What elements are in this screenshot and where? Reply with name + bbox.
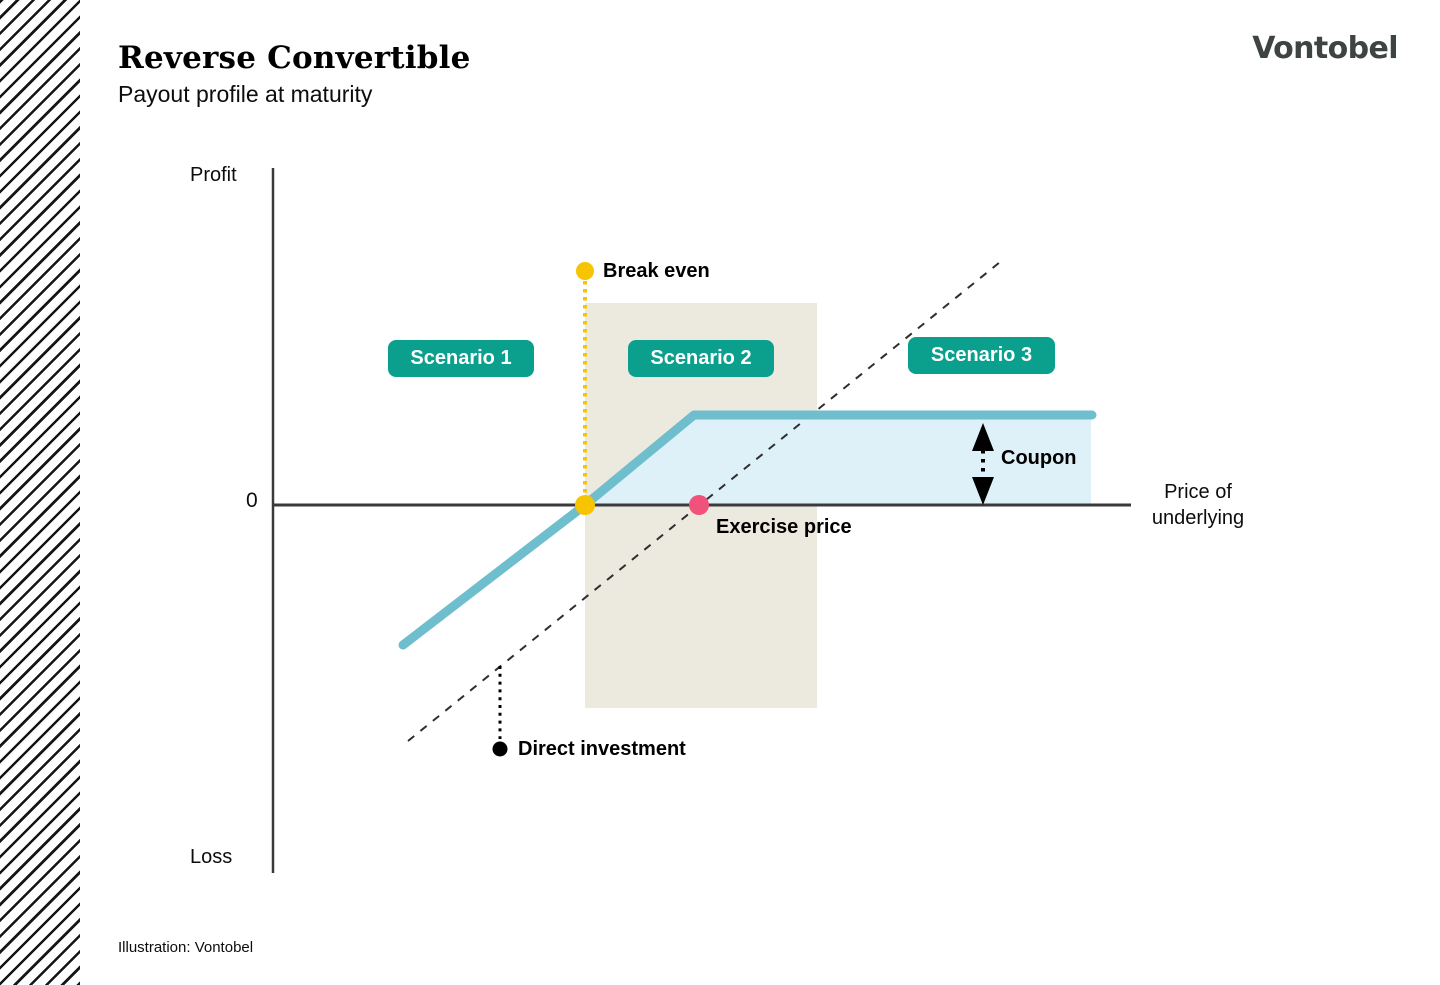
scenario-3-badge: Scenario 3 <box>908 337 1055 374</box>
page-title: Reverse Convertible <box>118 40 471 76</box>
direct-investment-line <box>407 257 1006 742</box>
x-axis-label: Price of underlying <box>1146 479 1250 531</box>
direct-investment-label: Direct investment <box>518 738 686 760</box>
y-axis-label-profit: Profit <box>190 164 237 186</box>
diagonal-hatch-decoration <box>0 0 80 985</box>
break-even-point <box>575 495 595 515</box>
illustration-credit: Illustration: Vontobel <box>118 939 254 956</box>
scenario-1-badge: Scenario 1 <box>388 340 534 377</box>
page-subtitle: Payout profile at maturity <box>118 81 373 107</box>
x-axis-label-line2: underlying <box>1151 507 1245 529</box>
direct-investment-dot <box>492 741 508 757</box>
exercise-price-label: Exercise price <box>716 516 852 538</box>
vontobel-logo: Vontobel <box>1252 31 1398 66</box>
x-axis-label-line1: Price of <box>1164 481 1232 503</box>
break-even-label: Break even <box>603 260 710 282</box>
origin-zero-label: 0 <box>246 489 258 512</box>
y-axis-label-loss: Loss <box>190 846 233 868</box>
break-even-label-dot <box>576 262 594 280</box>
exercise-price-point <box>689 495 709 515</box>
coupon-arrow-head-down-icon <box>972 477 994 505</box>
coupon-arrow-head-up-icon <box>972 423 994 451</box>
coupon-label: Coupon <box>1001 447 1077 469</box>
scenario-2-badge: Scenario 2 <box>628 340 774 377</box>
